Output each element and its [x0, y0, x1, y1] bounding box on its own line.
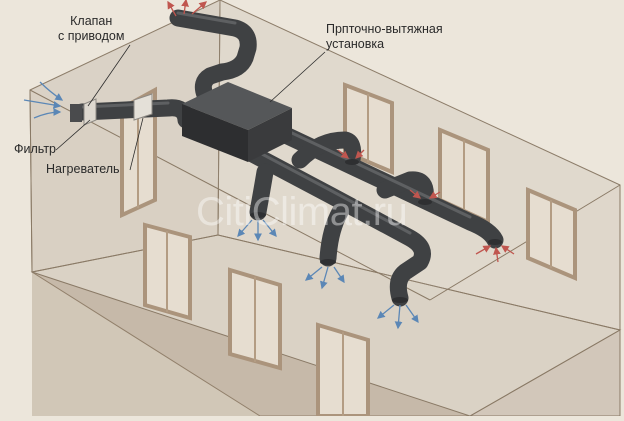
exhaust-riser-duct — [169, 9, 257, 109]
window-mullions — [137, 94, 552, 416]
exhaust-air-arrow-icon — [167, 0, 177, 17]
exhaust-air-arrow-icon — [355, 149, 365, 159]
label-valve: Клапан с приводом — [58, 14, 124, 44]
label-unit-line1: Прпточно-вытяжная — [326, 22, 443, 36]
leader-unit — [269, 51, 326, 103]
supply-air-arrows — [23, 81, 419, 330]
windows — [120, 82, 577, 418]
label-valve-line1: Клапан — [70, 14, 113, 28]
exhaust-air-arrow-icon — [409, 189, 422, 199]
watermark: CitiClimat.ru — [196, 190, 408, 234]
supply-air-arrow-icon — [33, 108, 62, 119]
exhaust-air-arrow-icon — [428, 191, 441, 199]
leader-filter — [55, 119, 91, 151]
exhaust-air-arrows — [167, 0, 515, 263]
supply-air-arrow-icon — [405, 304, 419, 324]
supply-air-arrow-icon — [320, 266, 329, 290]
exhaust-air-arrow-icon — [500, 245, 515, 255]
main-duct-right — [266, 121, 504, 249]
exhaust-air-arrow-icon — [191, 1, 207, 15]
diffusers — [250, 159, 502, 303]
leader-heater — [129, 117, 144, 171]
label-heater: Нагреватель — [46, 162, 120, 176]
drop-duct-1 — [249, 163, 274, 221]
label-valve-line2: с приводом — [58, 29, 125, 43]
supply-air-arrow-icon — [237, 219, 253, 237]
main-duct-lower — [236, 141, 431, 307]
exhaust-air-arrow-icon — [181, 0, 189, 15]
label-filter: Фильтр — [14, 142, 56, 156]
exhaust-air-arrow-icon — [337, 149, 350, 159]
label-unit-line2: установка — [326, 37, 385, 51]
supply-air-arrow-icon — [39, 81, 64, 101]
leader-lines — [55, 44, 326, 171]
drop-duct-2 — [319, 203, 349, 267]
supply-air-arrow-icon — [304, 266, 323, 281]
branch-duct-1 — [291, 131, 362, 169]
supply-air-arrow-icon — [23, 99, 62, 109]
exhaust-air-arrow-icon — [475, 245, 492, 255]
air-handling-unit — [182, 82, 292, 162]
supply-air-arrow-icon — [333, 266, 345, 284]
valve-actuator — [70, 104, 82, 122]
supply-air-arrow-icon — [262, 219, 277, 238]
label-unit: Прпточно-вытяжная установка — [326, 22, 443, 52]
exhaust-air-arrow-icon — [493, 246, 501, 263]
leader-valve — [87, 44, 131, 107]
heater-box — [133, 93, 153, 121]
supply-air-arrow-icon — [394, 304, 403, 330]
supply-air-arrow-icon — [376, 304, 395, 319]
